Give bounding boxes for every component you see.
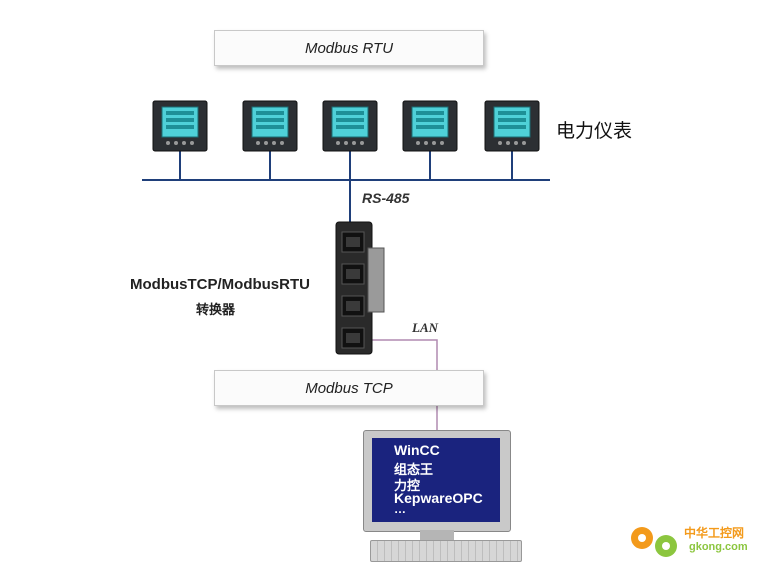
monitor-line-4: KepwareOPC	[394, 490, 483, 506]
monitor-line-3: 力控	[394, 479, 421, 494]
monitor-line-5: …	[394, 502, 406, 516]
converter-device	[335, 221, 385, 355]
power-meter-1	[152, 100, 208, 152]
power-meter-2	[242, 100, 298, 152]
watermark-brand: 中华工控网	[684, 526, 745, 540]
modbus-rtu-label: Modbus RTU	[304, 39, 394, 57]
modbus-rtu-label-box: Modbus RTU	[214, 30, 484, 66]
converter-label-line1: ModbusTCP/ModbusRTU	[130, 276, 310, 293]
monitor-screen	[372, 438, 500, 522]
monitor-line-2: 组态王	[394, 463, 434, 478]
power-meter-3	[322, 100, 378, 152]
keyboard	[370, 540, 522, 562]
meters-label: 电力仪表	[556, 120, 633, 142]
lan-label: LAN	[412, 320, 438, 335]
power-meter-5	[484, 100, 540, 152]
lan-line	[372, 339, 438, 372]
modbus-tcp-label: Modbus TCP	[305, 379, 393, 397]
monitor-stand	[420, 530, 454, 540]
computer-monitor	[363, 430, 511, 532]
watermark-url: gkong.com	[689, 541, 748, 553]
rs485-label: RS-485	[362, 190, 410, 206]
gear-icon	[631, 527, 677, 557]
converter-label-line2: 转换器	[196, 303, 236, 318]
power-meter-4	[402, 100, 458, 152]
modbus-tcp-label-box: Modbus TCP	[214, 370, 484, 406]
monitor-line-1: WinCC	[394, 442, 440, 458]
